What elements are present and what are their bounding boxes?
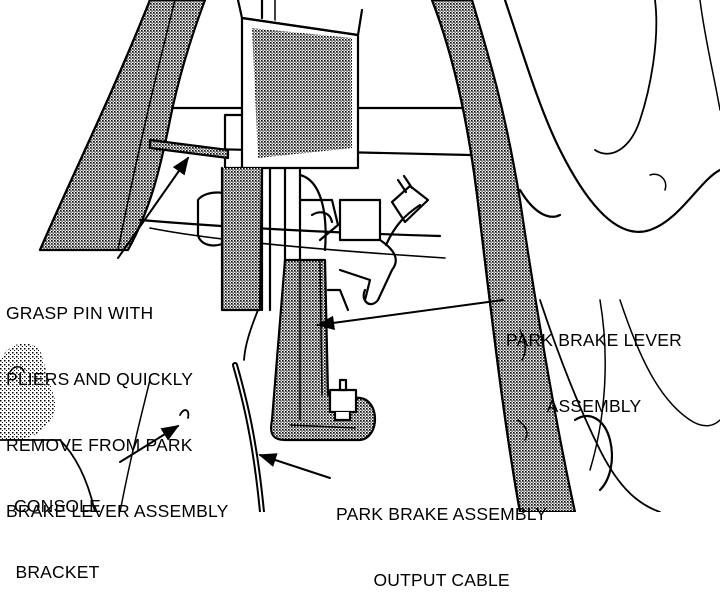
arrow-grasp-pin <box>117 156 190 259</box>
output-cable-callout: PARK BRAKE ASSEMBLY OUTPUT CABLE <box>336 459 547 613</box>
grasp-pin-callout-line-1: GRASP PIN WITH <box>6 303 154 323</box>
arrow-console-bracket <box>119 425 180 463</box>
right-seat-outline <box>503 0 720 512</box>
lever-arm <box>220 166 340 361</box>
console-bracket-callout-line-2: BRACKET <box>15 562 100 582</box>
console-bracket-callout: CONSOLE BRACKET <box>14 451 101 605</box>
park-brake-lever-callout-line-2: ASSEMBLY <box>546 396 642 416</box>
grasp-pin-callout-line-2: PLIERS AND QUICKLY <box>6 369 194 389</box>
console-bracket-callout-line-1: CONSOLE <box>14 496 101 516</box>
output-cable <box>232 362 265 512</box>
lever-housing <box>223 0 364 170</box>
arrow-lever-assembly <box>316 299 504 330</box>
leader-arrows <box>117 156 504 479</box>
grasp-pin <box>148 138 230 160</box>
park-brake-lever-callout: PARK BRAKE LEVER ASSEMBLY <box>506 285 682 439</box>
arrow-output-cable <box>258 453 331 479</box>
console-bracket-mark <box>179 409 190 419</box>
output-cable-callout-line-2: OUTPUT CABLE <box>373 570 510 590</box>
left-seat-trim <box>0 0 207 512</box>
output-cable-callout-line-1: PARK BRAKE ASSEMBLY <box>336 504 548 524</box>
park-brake-lever-callout-line-1: PARK BRAKE LEVER <box>506 330 682 350</box>
grasp-pin-callout-line-3: REMOVE FROM PARK <box>6 435 193 455</box>
right-console-side <box>430 0 577 512</box>
lever-bracket <box>269 258 376 442</box>
switch-connector <box>326 174 430 312</box>
park-brake-diagram <box>0 0 720 512</box>
